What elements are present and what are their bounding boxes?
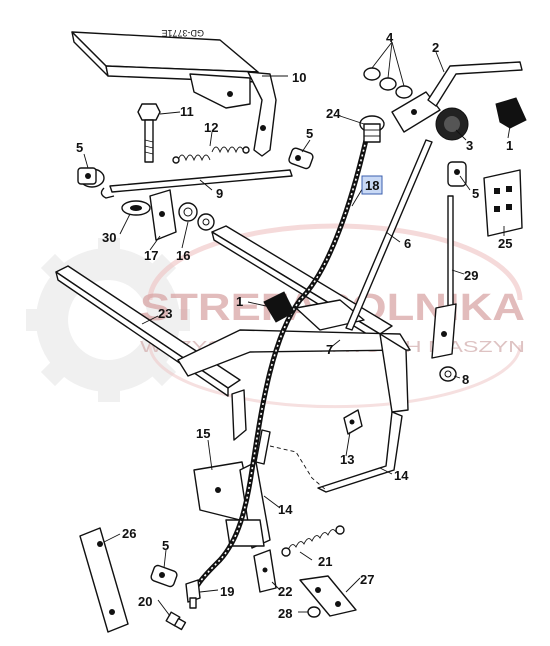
callout-24[interactable]: 24 [326,106,341,121]
callout-1a[interactable]: 1 [506,138,513,153]
part-16-washers[interactable] [178,202,215,231]
callout-22[interactable]: 22 [278,584,292,599]
callout-25[interactable]: 25 [498,236,512,251]
part-26-plate[interactable] [79,527,129,633]
callout-8[interactable]: 8 [462,372,469,387]
watermark-ring [147,223,523,301]
callout-13[interactable]: 13 [340,452,354,467]
callout-5c[interactable]: 5 [472,186,479,201]
part-25-decal[interactable] [483,169,523,237]
part-1a-grip[interactable] [495,97,527,129]
callout-26[interactable]: 26 [122,526,136,541]
part-13-bracket[interactable] [343,409,363,435]
callout-15[interactable]: 15 [196,426,210,441]
part-5c-balljoint[interactable] [447,161,467,187]
callout-27[interactable]: 27 [360,572,374,587]
part-9-rod[interactable] [100,169,293,199]
part-5d-balljoint[interactable] [150,564,178,588]
part-29-rod[interactable] [431,195,457,359]
part-1b-grip[interactable] [263,291,295,323]
callout-6[interactable]: 6 [404,236,411,251]
part-27-bracket[interactable] [299,575,357,617]
part-15-lever[interactable] [193,461,271,549]
part-14-rods[interactable] [255,411,403,493]
part-4-washers[interactable] [363,67,413,99]
part-18-cable[interactable] [193,139,369,590]
callout-21[interactable]: 21 [318,554,332,569]
part-20-nipple[interactable] [165,611,187,631]
callout-3[interactable]: 3 [466,138,473,153]
callout-9[interactable]: 9 [216,186,223,201]
part-22-plate[interactable] [253,549,277,593]
callout-14a[interactable]: 14 [394,468,409,483]
callouts: 18 4 2 1 3 10 11 12 24 5 5 9 5 30 17 16 … [76,30,513,621]
callout-7[interactable]: 7 [326,342,333,357]
callout-5d[interactable]: 5 [162,538,169,553]
callout-5a[interactable]: 5 [76,140,83,155]
part-24-knob[interactable] [359,115,385,143]
callout-28[interactable]: 28 [278,606,292,621]
part-5b-clevis[interactable] [288,147,314,170]
callout-5b[interactable]: 5 [306,126,313,141]
part-8-washer[interactable] [439,366,457,382]
callout-29[interactable]: 29 [464,268,478,283]
drawing-code: GD-3771E [161,28,204,38]
watermark-ring-lower [148,344,522,409]
part-2-lever[interactable] [391,61,523,133]
callout-1b[interactable]: 1 [236,294,243,309]
callout-18-highlight [361,175,383,195]
part-11-bolt[interactable] [137,103,161,163]
callout-16[interactable]: 16 [176,248,190,263]
callout-2[interactable]: 2 [432,40,439,55]
part-21-spring[interactable] [281,525,345,557]
callout-4[interactable]: 4 [386,30,394,45]
callout-30[interactable]: 30 [102,230,116,245]
part-12-springs[interactable] [172,146,250,164]
part-5a-clevis[interactable] [77,167,105,188]
callout-20[interactable]: 20 [138,594,152,609]
callout-18[interactable]: 18 [365,178,379,193]
part-19-cable-end[interactable] [185,579,201,609]
callout-11[interactable]: 11 [180,104,194,119]
part-10-pedal[interactable]: GD-3771E [71,28,277,157]
callout-10[interactable]: 10 [292,70,306,85]
part-30-clip[interactable] [121,200,151,216]
callout-12[interactable]: 12 [204,120,218,135]
callout-23[interactable]: 23 [158,306,172,321]
leader-lines [83,41,511,617]
part-6-rod[interactable] [345,139,433,331]
part-7-frame[interactable] [177,299,411,441]
part-17-bracket[interactable] [149,189,177,241]
part-28-washer[interactable] [307,606,321,618]
callout-14b[interactable]: 14 [278,502,293,517]
callout-19[interactable]: 19 [220,584,234,599]
part-3-knob[interactable] [435,107,469,141]
callout-17[interactable]: 17 [144,248,158,263]
